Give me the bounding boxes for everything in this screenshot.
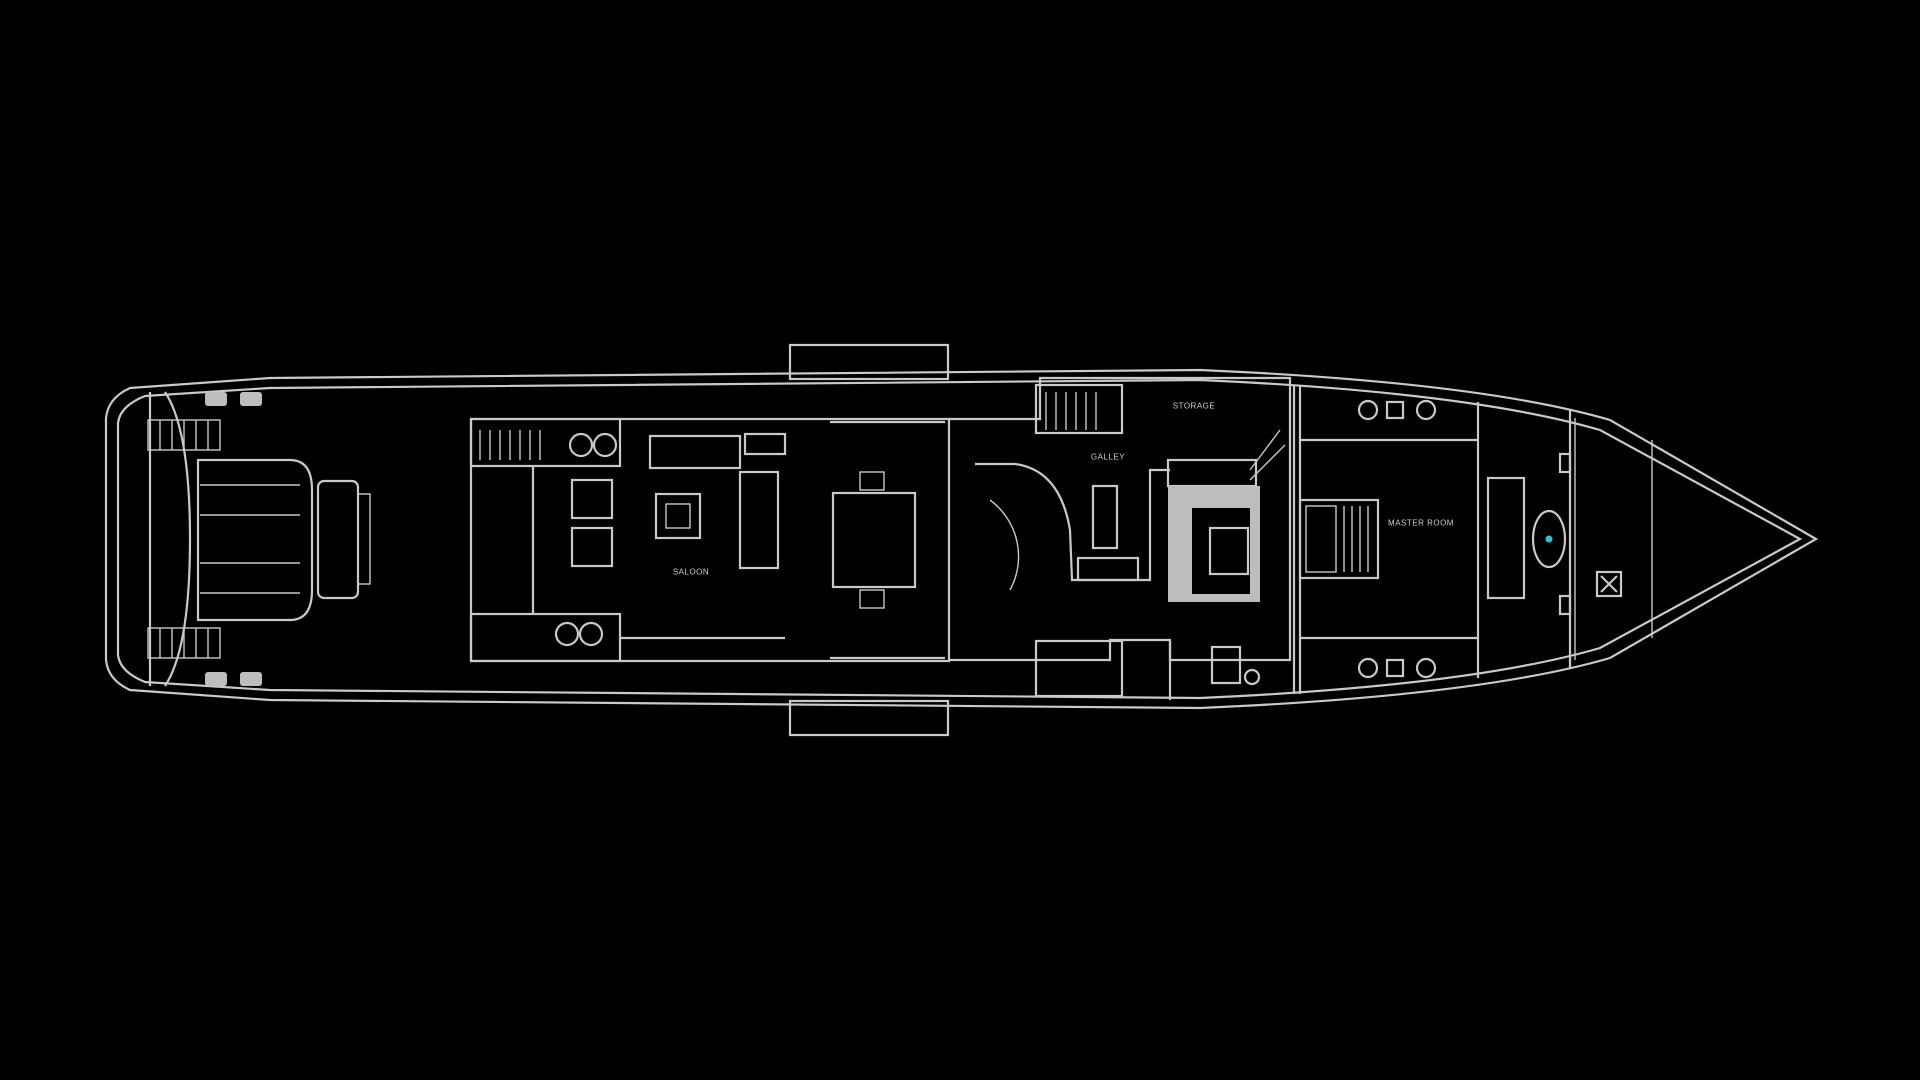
room-label-saloon: SALOON bbox=[672, 567, 710, 577]
side-platform-starboard bbox=[788, 699, 950, 737]
room-label-master-room: MASTER ROOM bbox=[1388, 518, 1454, 528]
side-platform-port bbox=[788, 343, 950, 381]
room-label-galley: GALLEY bbox=[1090, 452, 1126, 462]
hatch-icon bbox=[1595, 570, 1623, 598]
saloon-area bbox=[469, 417, 951, 663]
aft-deck bbox=[147, 391, 371, 687]
master-room-area bbox=[1292, 386, 1623, 694]
hull-outline bbox=[104, 368, 1819, 710]
galley-area bbox=[949, 376, 1292, 700]
room-label-storage: STORAGE bbox=[1172, 401, 1216, 411]
